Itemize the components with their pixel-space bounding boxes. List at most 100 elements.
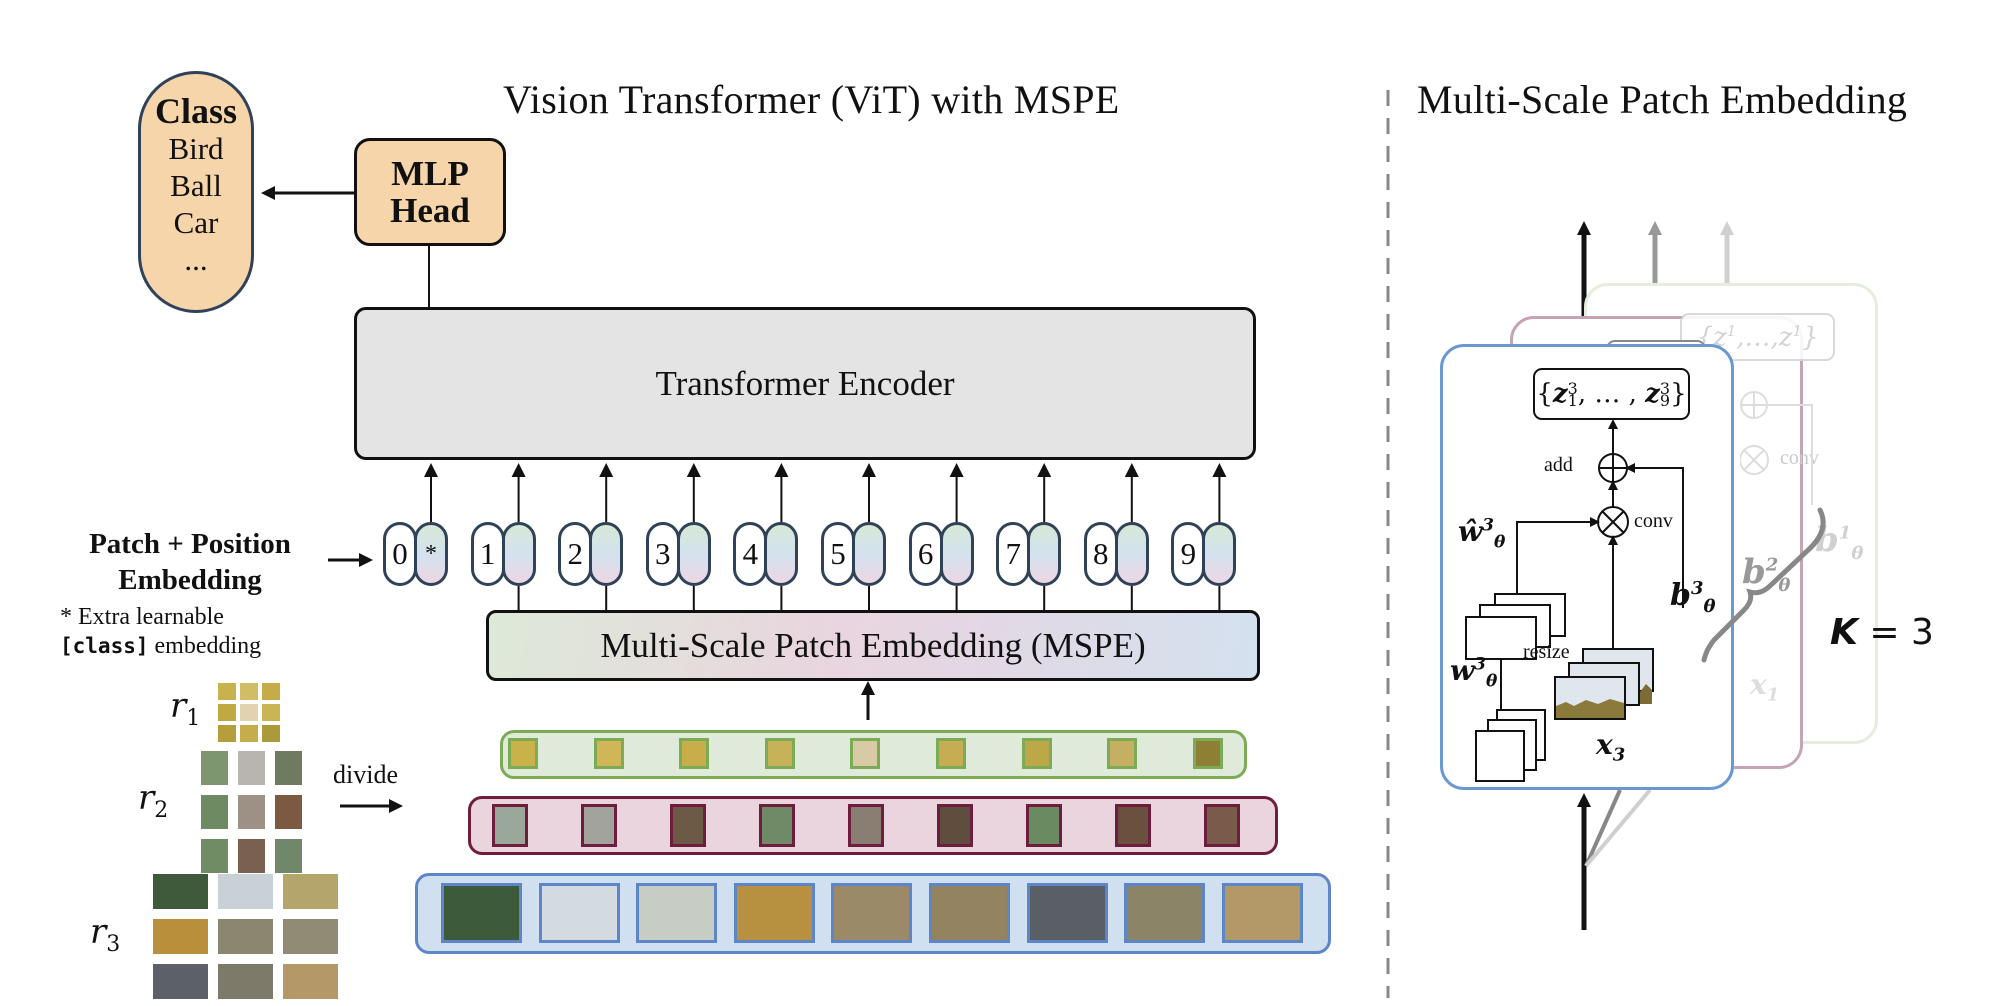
class-token-code: [class]	[60, 634, 149, 658]
class-item: Ball	[170, 168, 222, 203]
r2-image-grid-cell	[201, 751, 228, 785]
r1-patch	[936, 738, 966, 769]
r1-patch	[764, 738, 795, 769]
r1-image-grid-cell	[218, 683, 236, 700]
position-token: 2	[558, 522, 593, 586]
faint-ops-scale1	[1740, 391, 1813, 505]
r3-image-grid-cell	[283, 964, 338, 999]
r3-image-grid-cell	[153, 874, 208, 909]
divide-label: divide	[333, 760, 398, 789]
mlp-head-line2: Head	[390, 191, 470, 230]
r1-patch	[593, 738, 624, 769]
class-token-note-rest: embedding	[148, 633, 262, 659]
r3-image-grid-cell	[218, 919, 273, 954]
r1-patch	[1192, 738, 1223, 769]
r3-image-grid-cell	[218, 874, 273, 909]
mlp-head-line1: MLP	[391, 154, 469, 193]
patch-embedding-token	[1027, 522, 1062, 586]
patch-embedding-token	[1114, 522, 1149, 586]
add-label: add	[1544, 454, 1573, 476]
r1-image-grid-cell	[218, 704, 236, 721]
r3-patch	[733, 883, 815, 943]
r1-patch	[508, 738, 538, 769]
patch-embedding-token	[589, 522, 624, 586]
position-token: 5	[821, 522, 855, 586]
conv-label-scale1: conv	[1780, 447, 1819, 469]
embedding-label-line1: Patch + Position	[89, 528, 291, 560]
input-fan-scale1	[1584, 788, 1652, 868]
position-token: 8	[1083, 522, 1118, 586]
mspe-label: Multi-Scale Patch Embedding (MSPE)	[600, 625, 1146, 665]
class-token: *	[414, 522, 448, 586]
position-token: 3	[645, 522, 680, 586]
right-panel-title: Multi-Scale Patch Embedding	[1417, 77, 1908, 122]
r2-patch	[759, 804, 795, 847]
patch-embedding-token	[764, 522, 799, 586]
class-heading: Class	[154, 91, 238, 131]
resolution-label-r3: r3	[90, 912, 121, 957]
position-token: 4	[733, 522, 768, 586]
r3-patch	[1026, 883, 1108, 943]
r1-image-grid-cell	[262, 683, 280, 700]
r1-patch	[850, 738, 881, 769]
r2-patch	[1204, 804, 1240, 847]
r2-image-grid-cell	[275, 795, 302, 829]
x-1: x1	[1750, 668, 1780, 706]
position-token: 6	[908, 522, 943, 586]
r2-image-grid-cell	[275, 839, 302, 873]
r3-patch	[1124, 883, 1206, 943]
r2-image-grid-cell	[238, 795, 265, 829]
resolution-label-r2: r2	[138, 778, 169, 823]
position-token: 9	[1171, 522, 1206, 586]
patch-embedding-token	[676, 522, 711, 586]
conv-label: conv	[1634, 510, 1673, 532]
r2-image-grid-cell	[275, 751, 302, 785]
mspe-detail-diagram	[1465, 419, 1684, 782]
r3-patch	[929, 883, 1010, 943]
position-token: 1	[470, 522, 505, 586]
r3-patch	[831, 883, 913, 943]
r3-image-grid-cell	[218, 964, 273, 999]
r1-image-grid-cell	[240, 725, 258, 742]
position-token: 0	[383, 522, 417, 586]
class-item: Car	[173, 205, 219, 240]
w-hat-theta: ŵ3θ	[1458, 515, 1506, 553]
mlp-head: MLP Head	[354, 138, 506, 246]
embedding-label-line2: Embedding	[118, 564, 262, 596]
r3-image-grid-cell	[283, 919, 338, 954]
patch-embedding-token	[939, 522, 974, 586]
r1-image-grid-cell	[218, 725, 236, 742]
r2-patch	[581, 804, 617, 847]
class-output: Class Bird Ball Car ...	[138, 71, 254, 313]
r3-image-grid-cell	[283, 874, 338, 909]
class-token-note: * Extra learnable	[60, 604, 224, 630]
b-theta-3: b3θ	[1670, 578, 1716, 617]
r2-patch	[848, 804, 884, 847]
left-panel-title: Vision Transformer (ViT) with MSPE	[503, 77, 1120, 122]
r3-patch	[636, 883, 718, 943]
class-token-note-2: [class] embedding	[60, 633, 261, 660]
transformer-encoder: Transformer Encoder	[354, 307, 1256, 460]
r1-image-grid-cell	[262, 725, 280, 742]
k-equals-3: K = 3	[1830, 612, 1934, 653]
x3-image-stack	[1554, 648, 1654, 720]
r3-image-grid-cell	[153, 919, 208, 954]
scale-brace	[1701, 507, 1826, 663]
r1-image-grid-cell	[240, 683, 258, 700]
x-3: x3	[1596, 728, 1626, 766]
r2-patch	[670, 804, 706, 847]
r3-patch	[1221, 883, 1303, 943]
r2-image-grid-cell	[238, 839, 265, 873]
class-item: Bird	[168, 131, 224, 166]
position-token: 7	[996, 522, 1031, 586]
patch-embedding-token	[852, 522, 886, 586]
r1-image-grid-cell	[240, 704, 258, 721]
r2-patch	[937, 804, 973, 847]
r2-image-grid-cell	[238, 751, 265, 785]
class-item: ...	[184, 242, 208, 277]
encoder-label: Transformer Encoder	[655, 363, 955, 403]
mspe-block: Multi-Scale Patch Embedding (MSPE)	[486, 610, 1260, 681]
